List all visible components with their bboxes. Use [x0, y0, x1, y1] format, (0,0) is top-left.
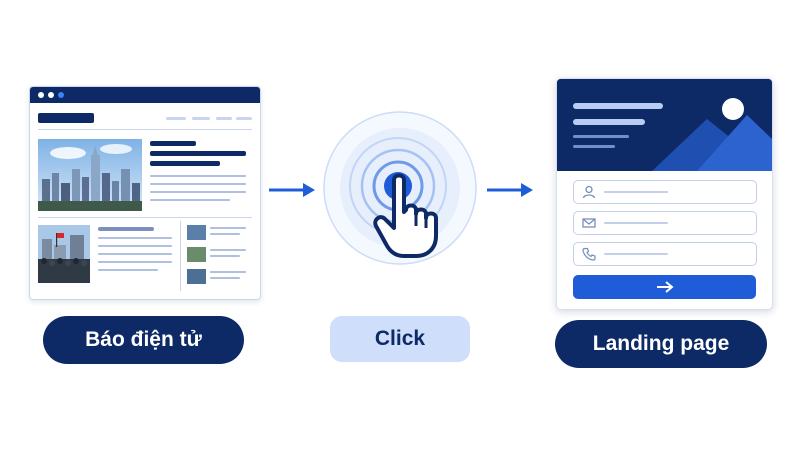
flow-arrow-icon [267, 180, 317, 200]
hand-pointer-icon [373, 173, 438, 258]
text-line [210, 271, 246, 273]
landing-page-label: Landing page [555, 320, 767, 368]
field-placeholder-line [604, 222, 668, 224]
user-icon [582, 185, 596, 199]
headline-bar [150, 151, 246, 156]
text-line [210, 277, 240, 279]
landing-page-illustration [556, 78, 773, 310]
email-field[interactable] [573, 211, 757, 235]
browser-title-bar [30, 87, 260, 103]
field-placeholder-line [604, 253, 668, 255]
window-dot [48, 92, 54, 98]
subheadline-bar [98, 227, 154, 231]
submit-button[interactable] [573, 275, 756, 299]
headline-bar [150, 141, 196, 146]
click-label: Click [330, 316, 470, 362]
site-logo-bar [38, 113, 94, 123]
phone-field[interactable] [573, 242, 757, 266]
news-site-label: Báo điện tử [43, 316, 244, 364]
text-line [150, 191, 246, 193]
column-divider [180, 221, 181, 291]
flow-arrow-icon [485, 180, 535, 200]
arrow-right-icon [656, 281, 674, 293]
thumbnail-photo [187, 225, 206, 240]
text-line [98, 269, 158, 271]
text-line [98, 245, 172, 247]
phone-icon [582, 247, 596, 261]
thumbnail-photo [187, 269, 206, 284]
news-website-illustration [29, 86, 261, 300]
nav-link-bar [166, 117, 186, 120]
name-field[interactable] [573, 180, 757, 204]
landing-hero [557, 79, 772, 171]
nav-link-bar [236, 117, 252, 120]
header-divider [38, 129, 252, 130]
text-line [98, 237, 172, 239]
text-line [98, 253, 172, 255]
crowd-photo [38, 225, 90, 283]
nav-link-bar [216, 117, 232, 120]
text-line [210, 227, 246, 229]
headline-bar [150, 161, 220, 166]
section-divider [38, 217, 252, 218]
field-placeholder-line [604, 191, 668, 193]
text-line [150, 175, 246, 177]
mail-icon [582, 218, 596, 228]
nav-link-bar [192, 117, 210, 120]
window-dot [38, 92, 44, 98]
text-line [210, 233, 240, 235]
text-line [210, 255, 240, 257]
window-dot [58, 92, 64, 98]
text-line [150, 199, 230, 201]
thumbnail-photo [187, 247, 206, 262]
text-line [210, 249, 246, 251]
click-illustration [322, 110, 478, 266]
city-skyline-photo [38, 139, 142, 211]
text-line [150, 183, 246, 185]
text-line [98, 261, 172, 263]
